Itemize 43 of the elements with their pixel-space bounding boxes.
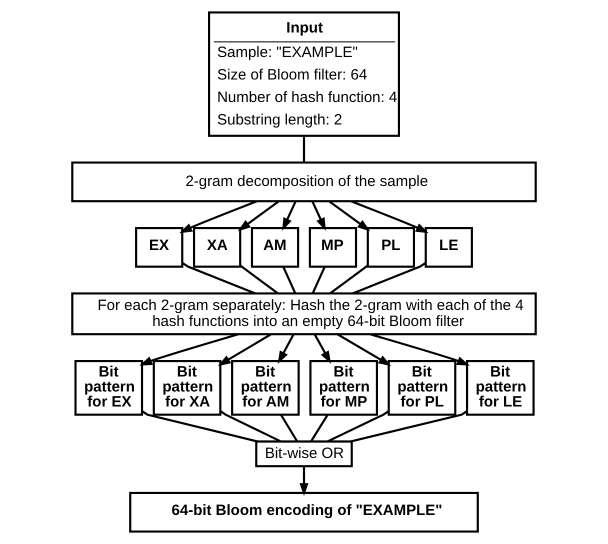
arrow (179, 200, 258, 234)
connector (327, 410, 390, 442)
connector (280, 414, 298, 442)
node-box: For each 2-gram separately: Hash the 2-gram with each of the 4 hash functions into an empty 64-bit Bloom filter (71, 292, 537, 336)
arrow (337, 334, 392, 366)
connector (350, 410, 468, 442)
node-box: Bit pattern for AM (231, 360, 300, 416)
arrow (311, 200, 326, 231)
arrow (278, 334, 294, 364)
connector (220, 410, 281, 442)
node-box: Bit pattern for EX (74, 360, 144, 416)
node-box: Bit pattern for LE (466, 360, 535, 416)
arrow (238, 200, 280, 232)
node-box: Bit pattern for PL (388, 360, 456, 416)
node-box: Input Sample: "EXAMPLE" Size of Bloom filter: 64 Number of hash function: 4 Substring length: 2 (208, 11, 400, 137)
connector (240, 264, 279, 294)
connector (182, 262, 256, 294)
arrow (328, 200, 370, 232)
node-box: Bit pattern for MP (309, 360, 378, 416)
arrow (299, 466, 309, 496)
node-box: MP (308, 226, 358, 268)
node-box: AM (250, 226, 300, 268)
arrow (282, 200, 297, 231)
node-box: LE (424, 226, 473, 268)
connector (352, 262, 426, 294)
connector (142, 410, 258, 442)
node-box: EX (135, 226, 184, 268)
connector (329, 264, 368, 294)
arrow (218, 334, 272, 366)
connector (310, 414, 328, 442)
arrow (350, 200, 429, 234)
node-box: PL (366, 226, 416, 268)
connector (312, 266, 326, 294)
arrow (139, 333, 238, 366)
node-box: 64-bit Bloom encoding of "EXAMPLE" (129, 492, 479, 533)
node-box: 2-gram decomposition of the sample (71, 162, 537, 202)
node-box: Bit-wise OR (255, 440, 353, 468)
node-box: XA (192, 226, 242, 268)
node-box: Bit pattern for XA (152, 360, 222, 416)
arrow (370, 333, 470, 366)
connector (302, 136, 306, 162)
arrow (314, 334, 331, 364)
connector (282, 266, 296, 294)
